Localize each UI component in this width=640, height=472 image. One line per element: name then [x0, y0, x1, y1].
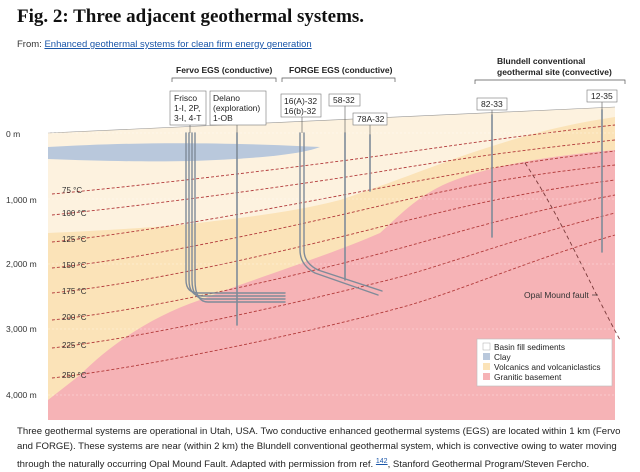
blundell-12-35-label: 12-35 [591, 91, 613, 101]
source-link[interactable]: Enhanced geothermal systems for clean fi… [44, 39, 312, 50]
legend-swatch-basin [482, 342, 491, 351]
legend-label-volcanics: Volcanics and volcaniclastics [494, 362, 601, 372]
depth-label-1000: 1,000 m [6, 195, 37, 205]
isotherm-label: 150 °C [62, 261, 87, 270]
forge-58-32-label: 58-32 [333, 95, 355, 105]
legend-swatch-clay [483, 353, 490, 360]
isotherm-line [51, 234, 616, 379]
depth-label-2000: 2,000 m [6, 259, 37, 269]
figure-caption: Three geothermal systems are operational… [17, 424, 629, 472]
figure-title: Fig. 2: Three adjacent geothermal system… [17, 6, 365, 27]
ground-surface [47, 106, 616, 134]
forge-16a-label: 16(A)-32 [284, 96, 317, 106]
fault-label: Opal Mound fault [524, 290, 589, 300]
clay-layer [48, 143, 320, 162]
frisco-wells [185, 132, 286, 303]
delano-label-3: 1-OB [213, 113, 233, 123]
depth-label-4000: 4,000 m [6, 390, 37, 400]
source-line: From: Enhanced geothermal systems for cl… [17, 39, 312, 50]
isotherm-line [51, 194, 616, 321]
legend-swatch-granite [483, 373, 490, 380]
blundell-header-line2: geothermal site (convective) [497, 67, 612, 77]
depth-label-0: 0 m [6, 129, 20, 139]
isotherm-label: 175 °C [62, 287, 87, 296]
fervo-header: Fervo EGS (conductive) [176, 65, 273, 75]
from-label: From: [17, 39, 42, 50]
caption-credit: , Stanford Geothermal Program/Steven Fer… [387, 459, 590, 471]
legend-label-granite: Granitic basement [494, 372, 562, 382]
isotherm-labels: 75 °C 100 °C 125 °C 150 °C 175 °C 200 °C 225 °… [62, 186, 87, 380]
opal-mound-fault [524, 162, 621, 341]
legend: Basin fill sediments Clay Volcanics and … [476, 338, 613, 387]
isotherm-label: 125 °C [62, 235, 87, 244]
isotherms [51, 124, 616, 379]
reference-link[interactable]: 142 [375, 458, 388, 465]
isotherm-label: 100 °C [62, 209, 87, 218]
well-labels: Frisco 1-I, 2P, 3-I, 4-T Delano (explora… [169, 89, 618, 126]
caption-text: Three geothermal systems are operational… [17, 426, 621, 471]
forge-16-wells [299, 132, 383, 296]
isotherm-line [51, 179, 616, 294]
isotherm-label: 250 °C [62, 371, 87, 380]
basin-fill-sediments [48, 107, 615, 233]
legend-swatch-volcanics [483, 363, 490, 370]
depth-label-3000: 3,000 m [6, 324, 37, 334]
isotherm-label: 75 °C [62, 186, 82, 195]
wells [185, 109, 603, 326]
blundell-header-line1: Blundell conventional [497, 56, 585, 66]
isotherm-line [51, 164, 616, 269]
forge-16b-label: 16(b)-32 [284, 106, 316, 116]
forge-header: FORGE EGS (conductive) [289, 65, 393, 75]
isotherm-label: 225 °C [62, 341, 87, 350]
legend-label-clay: Clay [494, 352, 511, 362]
delano-label-1: Delano [213, 93, 240, 103]
frisco-label-2: 1-I, 2P, [174, 103, 200, 113]
isotherm-line [51, 212, 616, 349]
forge-78a-32-label: 78A-32 [357, 114, 385, 124]
depth-axis: 0 m 1,000 m 2,000 m 3,000 m 4,000 m [6, 129, 615, 400]
isotherm-label: 200 °C [62, 313, 87, 322]
isotherm-line [51, 139, 616, 216]
geothermal-cross-section: 75 °C 100 °C 125 °C 150 °C 175 °C 200 °C 225 °… [0, 55, 640, 420]
legend-label-basin: Basin fill sediments [494, 342, 565, 352]
delano-label-2: (exploration) [213, 103, 260, 113]
site-headers: Fervo EGS (conductive) FORGE EGS (conduc… [171, 56, 626, 84]
frisco-label-1: Frisco [174, 93, 197, 103]
frisco-label-3: 3-I, 4-T [174, 113, 201, 123]
blundell-82-33-label: 82-33 [481, 99, 503, 109]
